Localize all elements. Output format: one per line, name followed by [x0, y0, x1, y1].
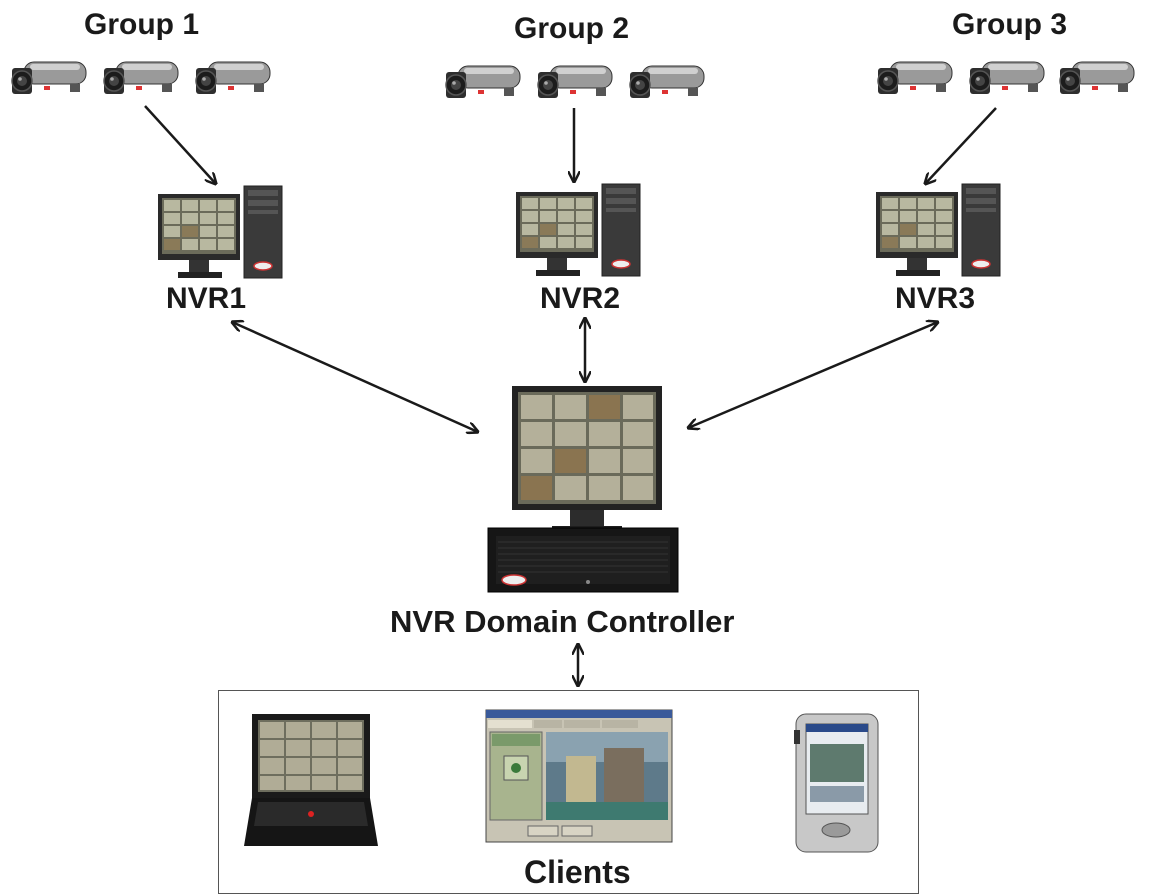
clients-box [218, 690, 919, 894]
laptop-icon [244, 714, 378, 846]
camera-icon [103, 61, 179, 95]
camera-icon [195, 61, 271, 95]
domain-controller-server-icon [487, 527, 679, 593]
group-3-label: Group 3 [952, 8, 1068, 41]
arrow-nvr1-controller [232, 322, 478, 432]
nvr3-label: NVR3 [895, 282, 976, 315]
domain-controller-monitor-icon [512, 386, 662, 532]
camera-icon [877, 61, 953, 95]
clients-label: Clients [524, 854, 631, 890]
remote-control-window-icon [485, 709, 673, 843]
camera-icon [445, 65, 521, 99]
arrow-group3-to-nvr3 [925, 107, 997, 184]
domain-controller-label: NVR Domain Controller [390, 604, 735, 639]
group-1-label: Group 1 [84, 8, 200, 41]
group-2-label: Group 2 [514, 12, 630, 45]
nvr2-label: NVR2 [540, 282, 621, 315]
camera-icon [1059, 61, 1135, 95]
arrow-group1-to-nvr1 [144, 105, 216, 184]
camera-icon [629, 65, 705, 99]
nvr1-workstation-icon [157, 185, 283, 279]
nvr2-workstation-icon [515, 183, 641, 277]
camera-group-3 [877, 61, 1135, 95]
arrow-nvr3-controller [688, 322, 938, 428]
nvr3-workstation-icon [875, 183, 1001, 277]
nvr1-label: NVR1 [166, 282, 247, 315]
camera-icon [969, 61, 1045, 95]
camera-icon [11, 61, 87, 95]
camera-icon [537, 65, 613, 99]
pda-icon [794, 713, 879, 853]
camera-group-1 [11, 61, 271, 95]
camera-group-2 [445, 65, 705, 99]
